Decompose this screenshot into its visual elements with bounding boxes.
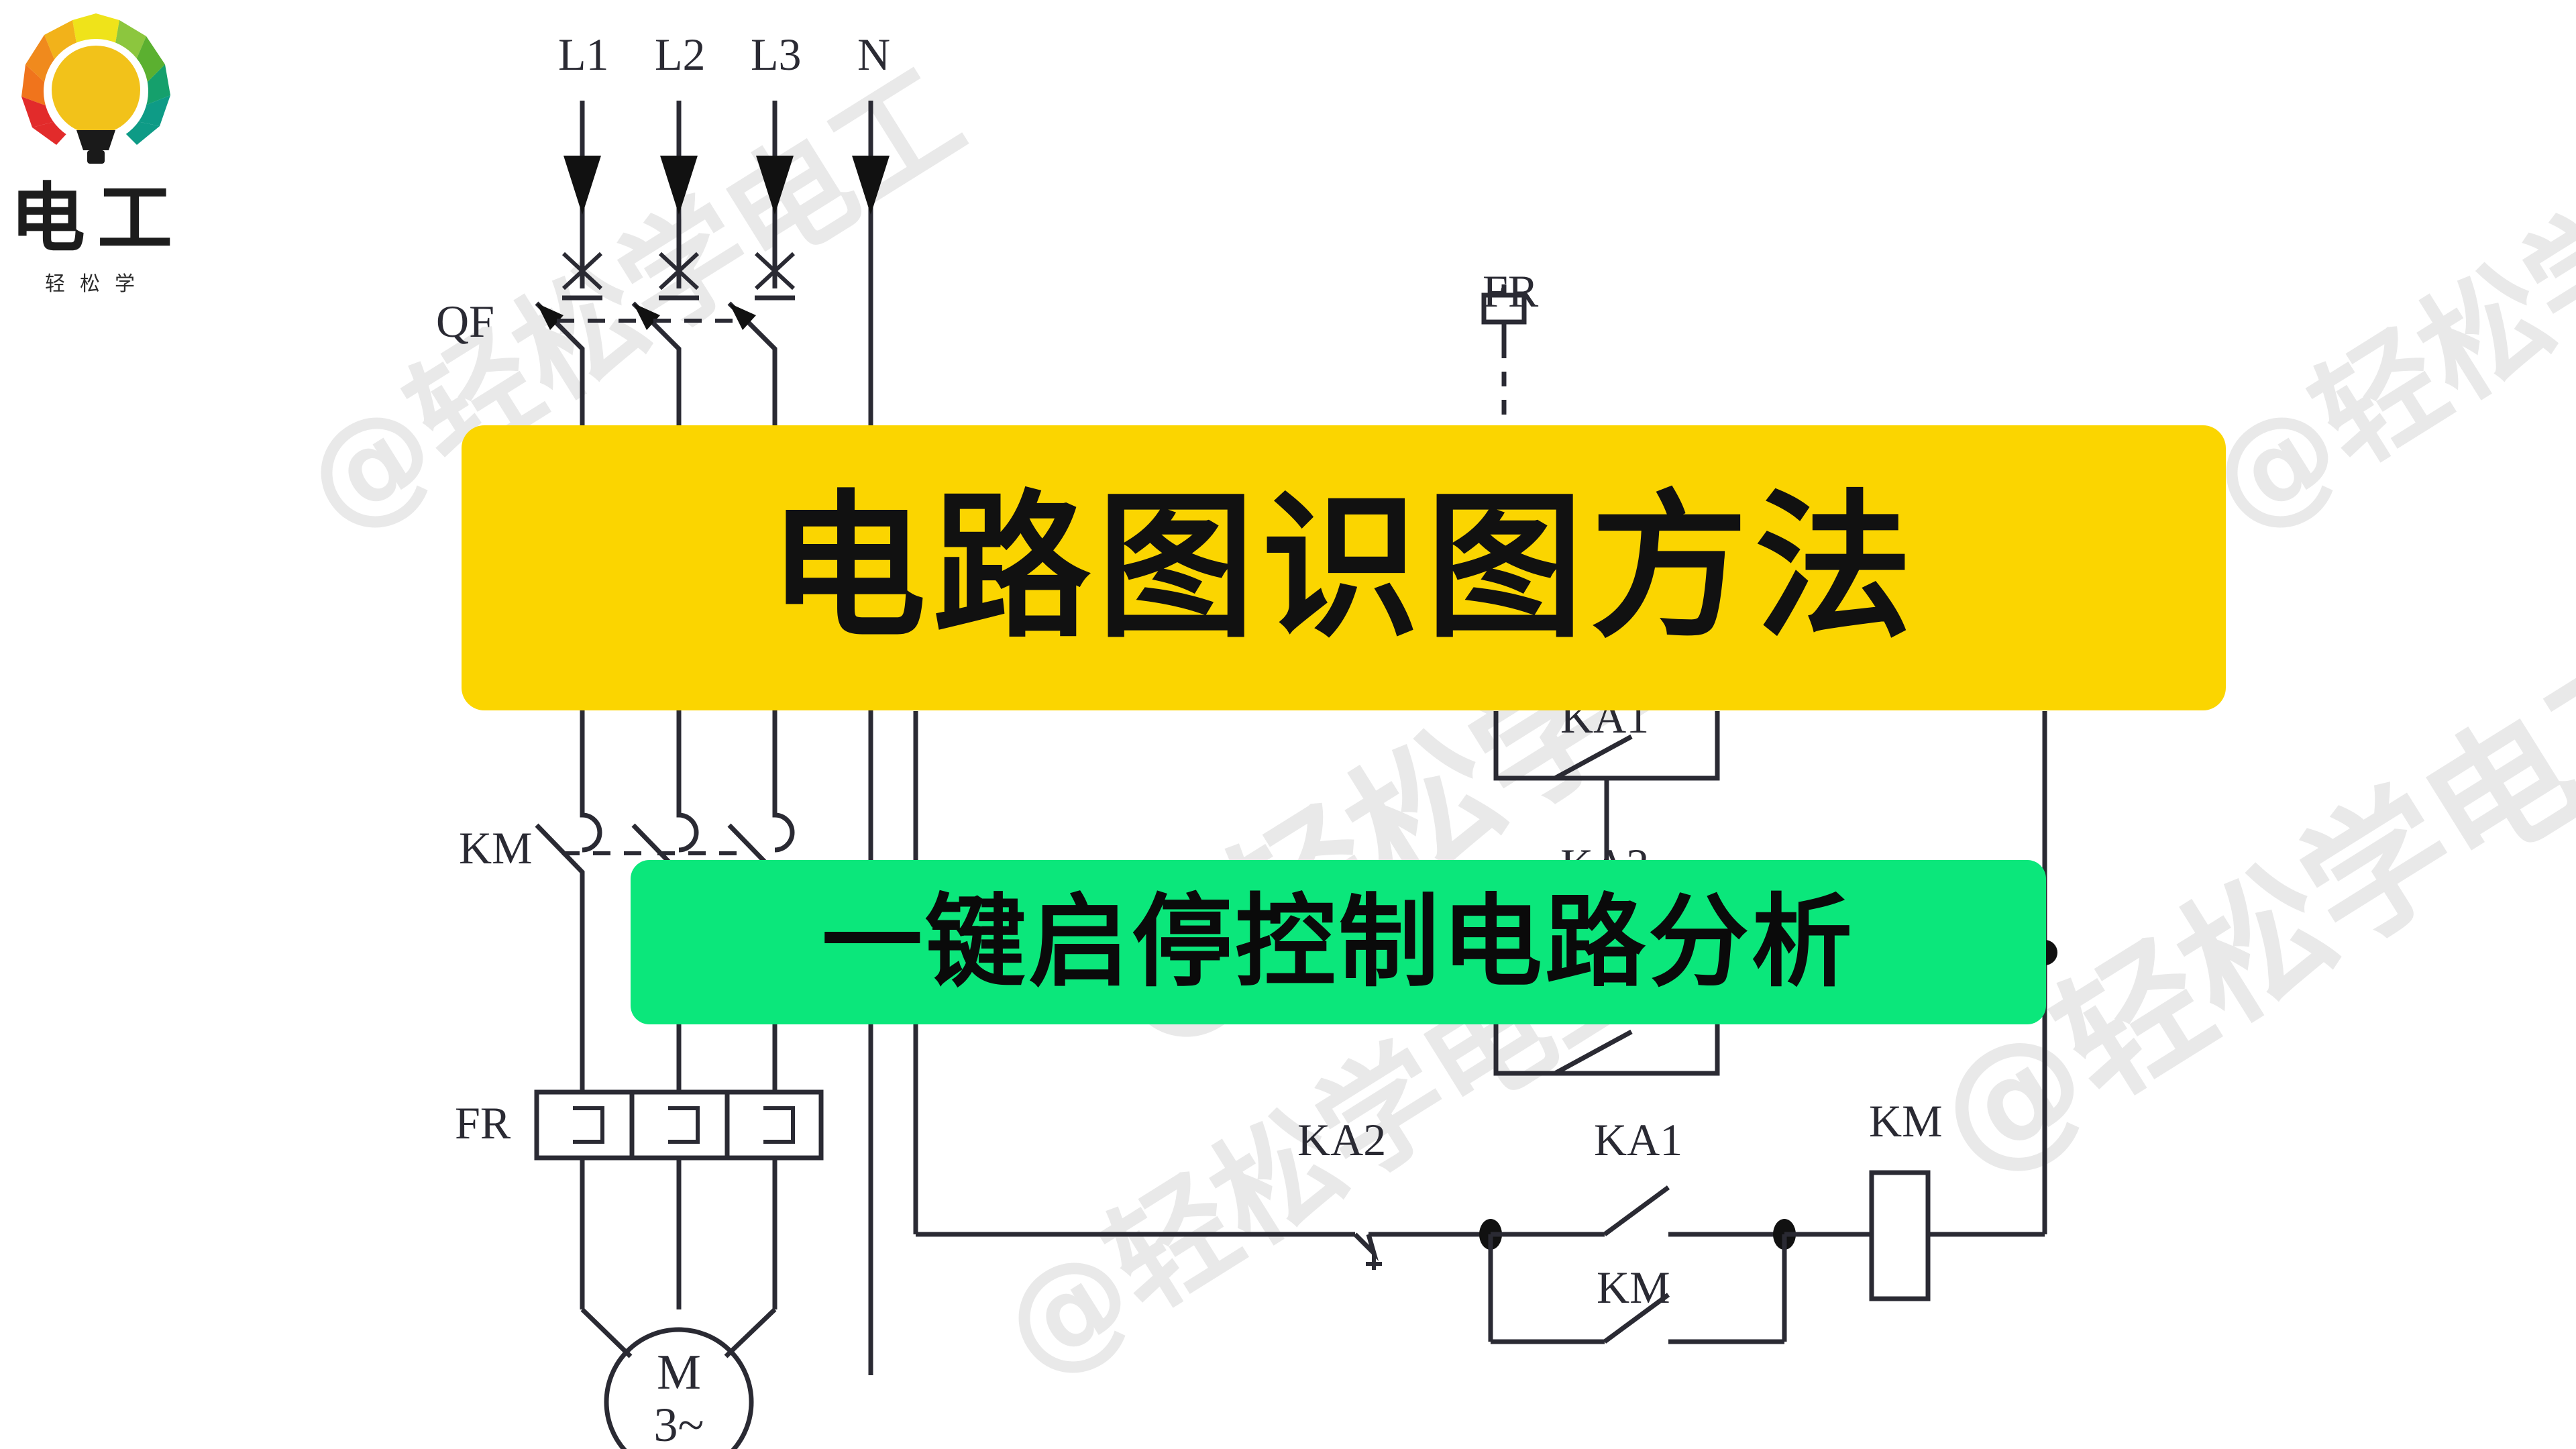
brand-name: 电工 (10, 175, 184, 262)
brand-tagline: 轻松学 (45, 272, 150, 296)
gear-lightbulb-icon (12, 12, 180, 180)
arrow-l3 (756, 156, 794, 215)
motor-label-phase: 3~ (654, 1398, 704, 1449)
contactor-coil-km (1784, 1170, 2045, 1301)
title-banner-text: 电路图识图方法 (768, 476, 1919, 659)
arrow-l1 (564, 156, 601, 215)
thermal-relay-heaters-fr (534, 1089, 824, 1161)
subtitle-banner: 一键启停控制电路分析 (631, 860, 2046, 1024)
label-l1: L1 (558, 29, 609, 80)
label-l3: L3 (751, 29, 802, 80)
breaker-qf (535, 252, 796, 402)
label-n: N (857, 29, 891, 80)
relay-no-contact-ka1 (1491, 1185, 1784, 1237)
relay-contact-ka1-upper (1493, 711, 1720, 781)
label-km-coil: KM (1869, 1095, 1943, 1146)
label-km-main: KM (459, 822, 533, 873)
label-qf: QF (436, 296, 494, 347)
label-ka1-rung: KA1 (1594, 1114, 1683, 1165)
title-banner: 电路图识图方法 (462, 425, 2226, 710)
contactor-aux-contact-km (1488, 1234, 1787, 1344)
label-fr-contact: FR (1483, 266, 1539, 317)
label-ka2-rung: KA2 (1297, 1114, 1387, 1165)
arrow-l2 (660, 156, 698, 215)
subtitle-banner-text: 一键启停控制电路分析 (821, 883, 1855, 1001)
motor-symbol (604, 1327, 754, 1449)
thermal-contact-fr (1481, 284, 1527, 425)
label-km-aux: KM (1597, 1262, 1670, 1313)
relay-contact-ka2-lower (1493, 1024, 1720, 1076)
motor-label-m: M (657, 1345, 701, 1400)
arrow-n (852, 156, 890, 215)
brand-logo: 电工 轻松学 (7, 12, 188, 321)
label-fr-heater: FR (455, 1097, 511, 1148)
label-l2: L2 (655, 29, 706, 80)
relay-nc-contact-ka2 (1315, 1232, 1491, 1270)
